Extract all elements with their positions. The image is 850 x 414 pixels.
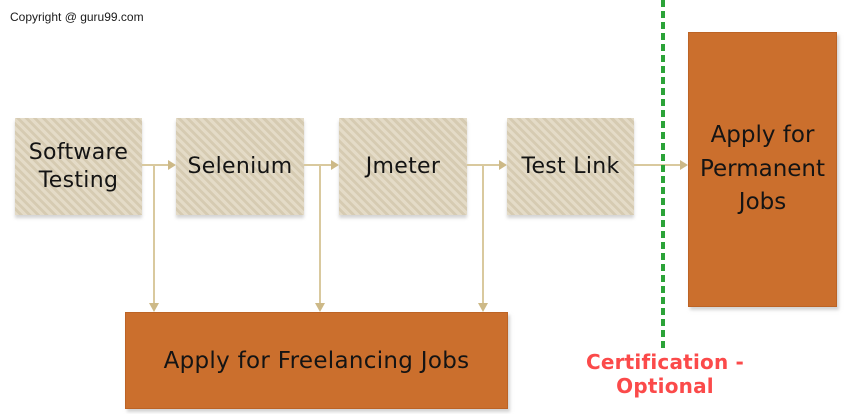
node-apply-permanent-jobs: Apply for Permanent Jobs bbox=[688, 32, 837, 307]
connector-line bbox=[304, 164, 331, 166]
node-label: Apply for Freelancing Jobs bbox=[163, 347, 470, 374]
node-test-link: Test Link bbox=[507, 118, 634, 215]
branch-line bbox=[482, 165, 484, 303]
connector-line bbox=[142, 164, 168, 166]
node-selenium: Selenium bbox=[176, 118, 304, 215]
arrow-down-icon bbox=[315, 303, 325, 312]
certification-divider-line bbox=[661, 0, 665, 350]
node-jmeter: Jmeter bbox=[339, 118, 467, 215]
arrow-right-icon bbox=[331, 160, 339, 170]
node-label: Selenium bbox=[187, 153, 293, 179]
branch-line bbox=[319, 165, 321, 303]
certification-optional-label: Certification - Optional bbox=[585, 350, 745, 398]
branch-line bbox=[153, 165, 155, 303]
copyright-text: Copyright @ guru99.com bbox=[10, 10, 144, 24]
node-label: Software Testing bbox=[28, 140, 129, 193]
node-label: Jmeter bbox=[365, 153, 441, 179]
node-label: Apply for Permanent Jobs bbox=[699, 122, 826, 216]
arrow-right-icon bbox=[499, 160, 507, 170]
node-label: Test Link bbox=[521, 153, 620, 179]
arrow-right-icon bbox=[680, 160, 688, 170]
arrow-down-icon bbox=[149, 303, 159, 312]
node-apply-freelancing-jobs: Apply for Freelancing Jobs bbox=[125, 312, 508, 409]
arrow-down-icon bbox=[478, 303, 488, 312]
node-software-testing: Software Testing bbox=[15, 118, 142, 215]
connector-line bbox=[634, 164, 680, 166]
arrow-right-icon bbox=[168, 160, 176, 170]
